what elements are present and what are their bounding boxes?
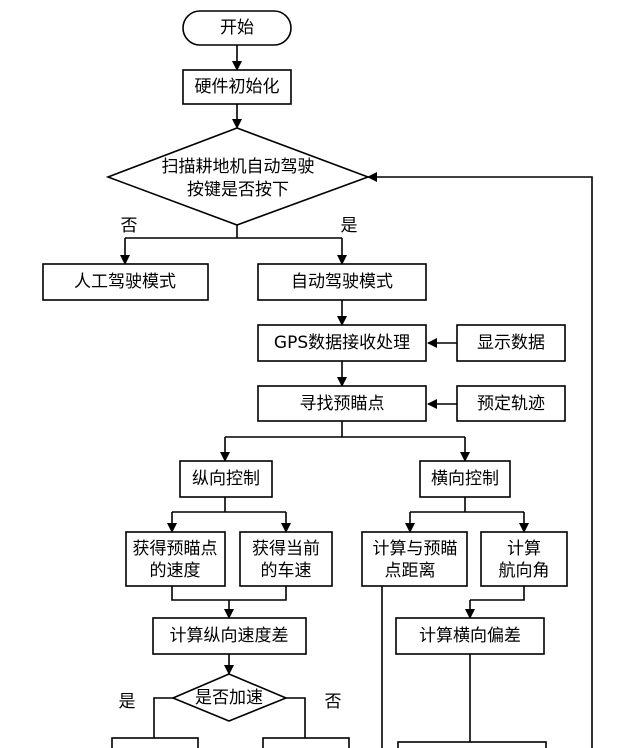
node-lateral-control: 横向控制 — [419, 460, 511, 498]
node-manual-mode: 人工驾驶模式 — [42, 263, 209, 301]
node-preset-track: 预定轨迹 — [456, 385, 566, 422]
node-find-aim-point: 寻找预瞄点 — [257, 385, 427, 422]
node-calc-heading: 计算 航向角 — [480, 531, 568, 587]
decelerate-box-partial — [262, 737, 350, 748]
connector-lateral-merge — [470, 586, 525, 601]
calc-aim-distance-line2: 点距离 — [385, 561, 436, 581]
hardware-init-box — [182, 69, 292, 105]
yes-branch-label: 是 — [341, 216, 358, 236]
lateral-control-box — [419, 460, 511, 498]
find-aim-point-box — [257, 385, 427, 422]
connector-accel-no — [286, 697, 306, 738]
calc-speed-diff-box — [152, 617, 307, 655]
auto-mode-label: 自动驾驶模式 — [291, 272, 393, 292]
display-data-label: 显示数据 — [477, 333, 545, 353]
get-current-speed-line2: 的车速 — [261, 561, 312, 581]
calc-lateral-dev-label: 计算横向偏差 — [419, 626, 521, 646]
node-longitudinal-control: 纵向控制 — [179, 460, 273, 498]
longitudinal-control-label: 纵向控制 — [192, 469, 260, 489]
accel-yes-label: 是 — [119, 692, 136, 712]
accel-decision-diamond — [170, 673, 289, 722]
connectors — [120, 45, 593, 748]
accelerate-box-partial — [111, 737, 199, 748]
calc-aim-distance-box — [361, 531, 468, 587]
node-start: 开始 — [182, 10, 292, 46]
calc-heading-box — [480, 531, 568, 587]
preset-track-box — [456, 385, 566, 422]
accel-decision-label: 是否加速 — [195, 688, 263, 708]
lateral-next-box-partial — [397, 741, 547, 748]
calc-heading-line1: 计算 — [507, 539, 541, 559]
auto-mode-box — [257, 263, 427, 301]
node-gps-process: GPS数据接收处理 — [257, 324, 427, 362]
node-display-data: 显示数据 — [456, 324, 566, 362]
node-get-current-speed: 获得当前 的车速 — [239, 531, 333, 587]
get-current-speed-box — [239, 531, 333, 587]
longitudinal-control-box — [179, 460, 273, 498]
get-aim-speed-box — [125, 531, 226, 587]
gps-process-label: GPS数据接收处理 — [274, 333, 410, 353]
scan-decision-diamond — [105, 127, 371, 226]
scan-decision-line1: 扫描耕地机自动驾驶 — [162, 157, 315, 177]
start-label: 开始 — [220, 18, 254, 38]
preset-track-label: 预定轨迹 — [477, 394, 545, 414]
gps-process-box — [257, 324, 427, 362]
display-data-box — [456, 324, 566, 362]
lateral-control-label: 横向控制 — [431, 469, 499, 489]
get-aim-speed-line2: 的速度 — [150, 561, 201, 581]
node-calc-lateral-dev: 计算横向偏差 — [395, 617, 545, 655]
manual-mode-label: 人工驾驶模式 — [74, 272, 176, 292]
no-branch-label: 否 — [121, 216, 138, 236]
node-scan-decision: 扫描耕地机自动驾驶 按键是否按下 — [105, 127, 371, 226]
accel-no-label: 否 — [325, 692, 342, 712]
calc-aim-distance-line1: 计算与预瞄 — [373, 539, 458, 559]
calc-lateral-dev-box — [395, 617, 545, 655]
connector-speeds-merge — [171, 586, 287, 601]
start-terminal — [182, 10, 292, 46]
scan-decision-line2: 按键是否按下 — [187, 180, 289, 200]
node-get-aim-speed: 获得预瞄点 的速度 — [125, 531, 226, 587]
node-accel-decision: 是否加速 — [170, 673, 289, 722]
find-aim-point-label: 寻找预瞄点 — [300, 394, 385, 414]
loop-back-line — [367, 172, 593, 748]
calc-speed-diff-label: 计算纵向速度差 — [170, 626, 289, 646]
manual-mode-box — [42, 263, 209, 301]
get-current-speed-line1: 获得当前 — [252, 539, 320, 559]
node-auto-mode: 自动驾驶模式 — [257, 263, 427, 301]
get-aim-speed-line1: 获得预瞄点 — [133, 539, 218, 559]
calc-heading-line2: 航向角 — [499, 561, 550, 581]
node-hardware-init: 硬件初始化 — [182, 69, 292, 105]
node-calc-aim-distance: 计算与预瞄 点距离 — [361, 531, 468, 587]
hardware-init-label: 硬件初始化 — [195, 77, 280, 97]
node-calc-speed-diff: 计算纵向速度差 — [152, 617, 307, 655]
connector-accel-yes — [153, 697, 173, 738]
